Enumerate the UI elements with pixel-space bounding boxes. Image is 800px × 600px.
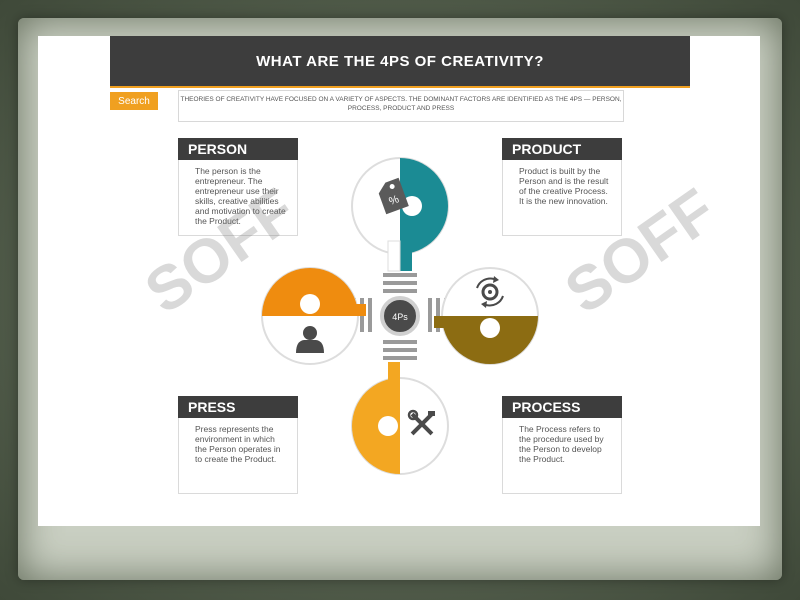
product-petal bbox=[351, 157, 449, 272]
process-card: PROCESS The Process refers to the proced… bbox=[502, 396, 622, 494]
press-heading: PRESS bbox=[178, 396, 298, 418]
person-text: The person is the entrepreneur. The entr… bbox=[178, 160, 298, 236]
person-petal bbox=[261, 267, 366, 365]
product-card: PRODUCT Product is built by the Person a… bbox=[502, 138, 622, 236]
user-icon bbox=[296, 326, 324, 353]
press-text: Press represents the environment in whic… bbox=[178, 418, 298, 494]
price-tag-icon: % bbox=[378, 177, 409, 215]
svg-text:%: % bbox=[387, 193, 401, 208]
intro-text: THEORIES OF CREATIVITY HAVE FOCUSED ON A… bbox=[178, 90, 624, 122]
process-text: The Process refers to the procedure used… bbox=[502, 418, 622, 494]
press-petal bbox=[351, 362, 449, 475]
center-hub bbox=[380, 296, 420, 336]
center-label: 4Ps bbox=[392, 312, 408, 322]
search-tag: Search bbox=[110, 92, 158, 110]
4ps-diagram: 4Ps % bbox=[261, 157, 539, 475]
person-card: PERSON The person is the entrepreneur. T… bbox=[178, 138, 298, 236]
process-petal bbox=[434, 267, 539, 365]
slide: WHAT ARE THE 4PS OF CREATIVITY? Search T… bbox=[38, 36, 760, 526]
process-heading: PROCESS bbox=[502, 396, 622, 418]
person-heading: PERSON bbox=[178, 138, 298, 160]
tools-icon bbox=[407, 409, 435, 436]
product-heading: PRODUCT bbox=[502, 138, 622, 160]
press-card: PRESS Press represents the environment i… bbox=[178, 396, 298, 494]
recycle-gear-icon bbox=[476, 276, 504, 308]
slide-title: WHAT ARE THE 4PS OF CREATIVITY? bbox=[110, 36, 690, 88]
product-text: Product is built by the Person and is th… bbox=[502, 160, 622, 236]
